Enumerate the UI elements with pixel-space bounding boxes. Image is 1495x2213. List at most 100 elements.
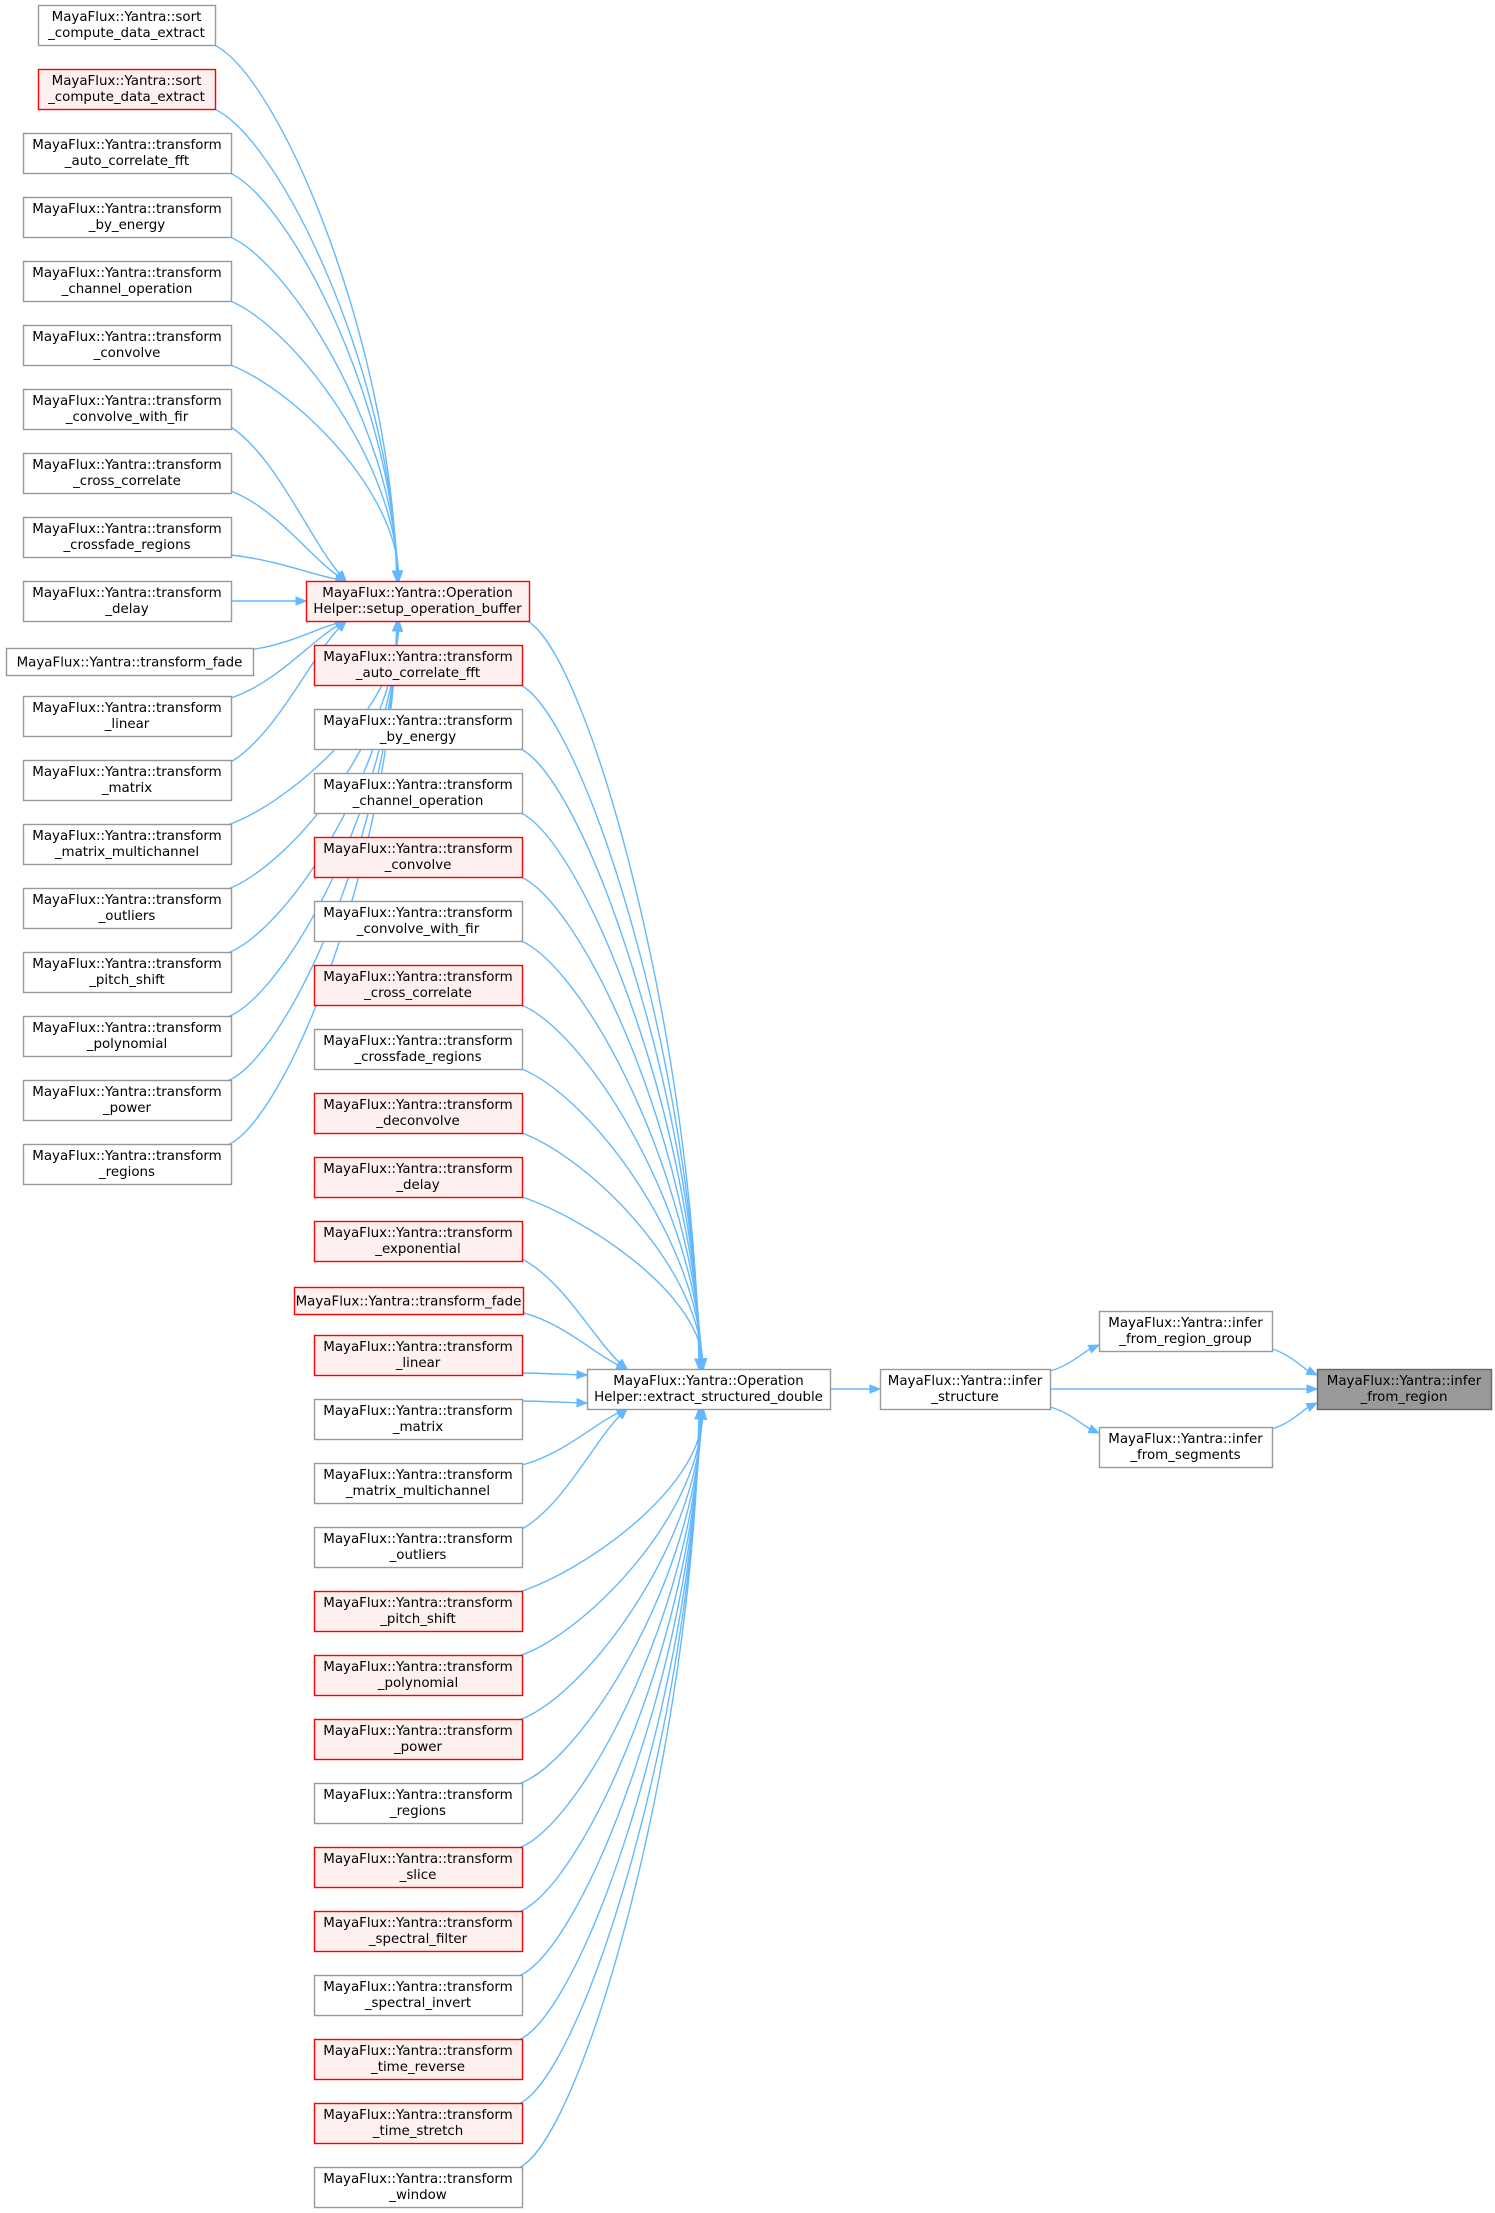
edge-line [515, 1417, 700, 2170]
edge-m25-to-extract [515, 1407, 704, 2170]
node-transform-auto-correlate-fft[interactable]: MayaFlux::Yantra::transform_auto_correla… [313, 644, 524, 687]
node-transform-exponential[interactable]: MayaFlux::Yantra::transform_exponential [313, 1220, 524, 1263]
node-transform-fade[interactable]: MayaFlux::Yantra::transform_fade [5, 647, 255, 677]
node-box [586, 1368, 832, 1411]
node-transform-outliers[interactable]: MayaFlux::Yantra::transform_outliers [22, 887, 233, 930]
node-box [313, 836, 524, 879]
edge-m2-to-extract [515, 746, 705, 1371]
node-transform-spectral-filter[interactable]: MayaFlux::Yantra::transform_spectral_fil… [313, 1910, 524, 1953]
node-box [293, 1286, 525, 1316]
node-transform-delay[interactable]: MayaFlux::Yantra::transform_delay [22, 580, 233, 623]
node-label-line: MayaFlux::Yantra::transform [32, 1021, 221, 1036]
node-label-line: _auto_correlate_fft [64, 154, 189, 169]
node-transform-window[interactable]: MayaFlux::Yantra::transform_window [313, 2166, 524, 2209]
node-transform-matrix-multichannel[interactable]: MayaFlux::Yantra::transform_matrix_multi… [22, 823, 233, 866]
node-label-line: _by_energy [379, 730, 457, 745]
node-transform-polynomial[interactable]: MayaFlux::Yantra::transform_polynomial [22, 1015, 233, 1058]
edge-line [515, 874, 702, 1361]
node-box [22, 1143, 233, 1186]
node-transform-slice[interactable]: MayaFlux::Yantra::transform_slice [313, 1846, 524, 1889]
edge-line [515, 1194, 704, 1361]
node-label-line: MayaFlux::Yantra::transform [323, 1098, 512, 1113]
node-label-line: _crossfade_regions [353, 1050, 481, 1065]
node-transform-matrix[interactable]: MayaFlux::Yantra::transform_matrix [313, 1398, 524, 1441]
node-label-line: _outliers [389, 1548, 447, 1563]
node-transform-channel-operation[interactable]: MayaFlux::Yantra::transform_channel_oper… [22, 260, 233, 303]
edge-line [515, 1417, 701, 1978]
node-label-line: MayaFlux::Yantra::sort [52, 74, 202, 89]
node-transform-time-stretch[interactable]: MayaFlux::Yantra::transform_time_stretch [313, 2102, 524, 2145]
node-transform-spectral-invert[interactable]: MayaFlux::Yantra::transform_spectral_inv… [313, 1974, 524, 2017]
node-label-line: _matrix_multichannel [54, 845, 199, 860]
node-transform-matrix-multichannel[interactable]: MayaFlux::Yantra::transform_matrix_multi… [313, 1462, 524, 1505]
node-transform-convolve-with-fir[interactable]: MayaFlux::Yantra::transform_convolve_wit… [22, 388, 233, 431]
node-label-line: MayaFlux::Yantra::transform [323, 970, 512, 985]
node-transform-linear[interactable]: MayaFlux::Yantra::transform_linear [313, 1334, 524, 1377]
node-transform-pitch-shift[interactable]: MayaFlux::Yantra::transform_pitch_shift [22, 951, 233, 994]
node-transform-power[interactable]: MayaFlux::Yantra::transform_power [22, 1079, 233, 1122]
edge-line [515, 1417, 701, 2042]
node-transform-linear[interactable]: MayaFlux::Yantra::transform_linear [22, 695, 233, 738]
arrowhead-icon [576, 1397, 589, 1408]
node-transform-convolve-with-fir[interactable]: MayaFlux::Yantra::transform_convolve_wit… [313, 900, 524, 943]
edge-line [521, 1372, 579, 1376]
node-transform-regions[interactable]: MayaFlux::Yantra::transform_regions [313, 1782, 524, 1825]
node-transform-pitch-shift[interactable]: MayaFlux::Yantra::transform_pitch_shift [313, 1590, 524, 1633]
arrowhead-icon [616, 1408, 628, 1420]
node-box [313, 708, 524, 751]
node-transform-convolve[interactable]: MayaFlux::Yantra::transform_convolve [313, 836, 524, 879]
node-infer-from-region-group[interactable]: MayaFlux::Yantra::infer_from_region_grou… [1098, 1310, 1274, 1353]
node-label-line: MayaFlux::Yantra::infer [888, 1374, 1043, 1389]
node-transform-time-reverse[interactable]: MayaFlux::Yantra::transform_time_reverse [313, 2038, 524, 2081]
edge-segs-to-root [1271, 1402, 1319, 1430]
node-transform-cross-correlate[interactable]: MayaFlux::Yantra::transform_cross_correl… [22, 452, 233, 495]
node-label-line: _cross_correlate [72, 474, 181, 489]
node-label-line: _from_region [1360, 1390, 1448, 1405]
node-transform-deconvolve[interactable]: MayaFlux::Yantra::transform_deconvolve [313, 1092, 524, 1135]
node-label-line: _channel_operation [352, 794, 484, 809]
node-label-line: MayaFlux::Yantra::transform [32, 957, 221, 972]
node-box [22, 1079, 233, 1122]
node-label-line: MayaFlux::Yantra::transform [32, 1149, 221, 1164]
node-transform-fade[interactable]: MayaFlux::Yantra::transform_fade [293, 1286, 525, 1316]
node-box [313, 772, 524, 815]
node-sort-compute-data-extract[interactable]: MayaFlux::Yantra::sort_compute_data_extr… [37, 68, 217, 111]
node-operationhelper-setup-operation-buffer[interactable]: MayaFlux::Yantra::OperationHelper::setup… [305, 580, 531, 623]
node-transform-cross-correlate[interactable]: MayaFlux::Yantra::transform_cross_correl… [313, 964, 524, 1007]
node-label-line: _auto_correlate_fft [355, 666, 480, 681]
node-label-line: MayaFlux::Yantra::Operation [322, 586, 512, 601]
node-transform-outliers[interactable]: MayaFlux::Yantra::transform_outliers [313, 1526, 524, 1569]
node-infer-structure[interactable]: MayaFlux::Yantra::infer_structure [879, 1368, 1052, 1411]
edge-line [1049, 1406, 1092, 1430]
node-label-line: MayaFlux::Yantra::transform_fade [17, 656, 243, 671]
node-label-line: _matrix_multichannel [345, 1484, 490, 1499]
node-transform-delay[interactable]: MayaFlux::Yantra::transform_delay [313, 1156, 524, 1199]
node-label-line: _matrix [101, 781, 152, 796]
edge-line [224, 629, 399, 1019]
node-operationhelper-extract-structured-double[interactable]: MayaFlux::Yantra::OperationHelper::extra… [586, 1368, 832, 1411]
node-transform-convolve[interactable]: MayaFlux::Yantra::transform_convolve [22, 324, 233, 367]
node-infer-from-segments[interactable]: MayaFlux::Yantra::infer_from_segments [1098, 1426, 1274, 1469]
node-transform-regions[interactable]: MayaFlux::Yantra::transform_regions [22, 1143, 233, 1186]
node-transform-crossfade-regions[interactable]: MayaFlux::Yantra::transform_crossfade_re… [22, 516, 233, 559]
node-label-line: MayaFlux::Yantra::transform [32, 138, 221, 153]
node-transform-matrix[interactable]: MayaFlux::Yantra::transform_matrix [22, 759, 233, 802]
node-label-line: MayaFlux::Yantra::transform [323, 1916, 512, 1931]
node-transform-crossfade-regions[interactable]: MayaFlux::Yantra::transform_crossfade_re… [313, 1028, 524, 1071]
node-label-line: MayaFlux::Yantra::transform [323, 1034, 512, 1049]
node-transform-by-energy[interactable]: MayaFlux::Yantra::transform_by_energy [22, 196, 233, 239]
node-label-line: _polynomial [86, 1037, 167, 1052]
node-transform-auto-correlate-fft[interactable]: MayaFlux::Yantra::transform_auto_correla… [22, 132, 233, 175]
node-box [313, 1782, 524, 1825]
node-label-line: MayaFlux::Yantra::transform [323, 842, 512, 857]
node-transform-channel-operation[interactable]: MayaFlux::Yantra::transform_channel_oper… [313, 772, 524, 815]
edge-line [515, 682, 701, 1361]
node-transform-by-energy[interactable]: MayaFlux::Yantra::transform_by_energy [313, 708, 524, 751]
arrowhead-icon [391, 619, 402, 632]
edge-line [224, 362, 400, 573]
node-sort-compute-data-extract[interactable]: MayaFlux::Yantra::sort_compute_data_extr… [37, 4, 217, 47]
edge-m17-to-extract [515, 1407, 708, 1658]
node-transform-power[interactable]: MayaFlux::Yantra::transform_power [313, 1718, 524, 1761]
arrowhead-icon [1305, 1366, 1319, 1376]
node-transform-polynomial[interactable]: MayaFlux::Yantra::transform_polynomial [313, 1654, 524, 1697]
